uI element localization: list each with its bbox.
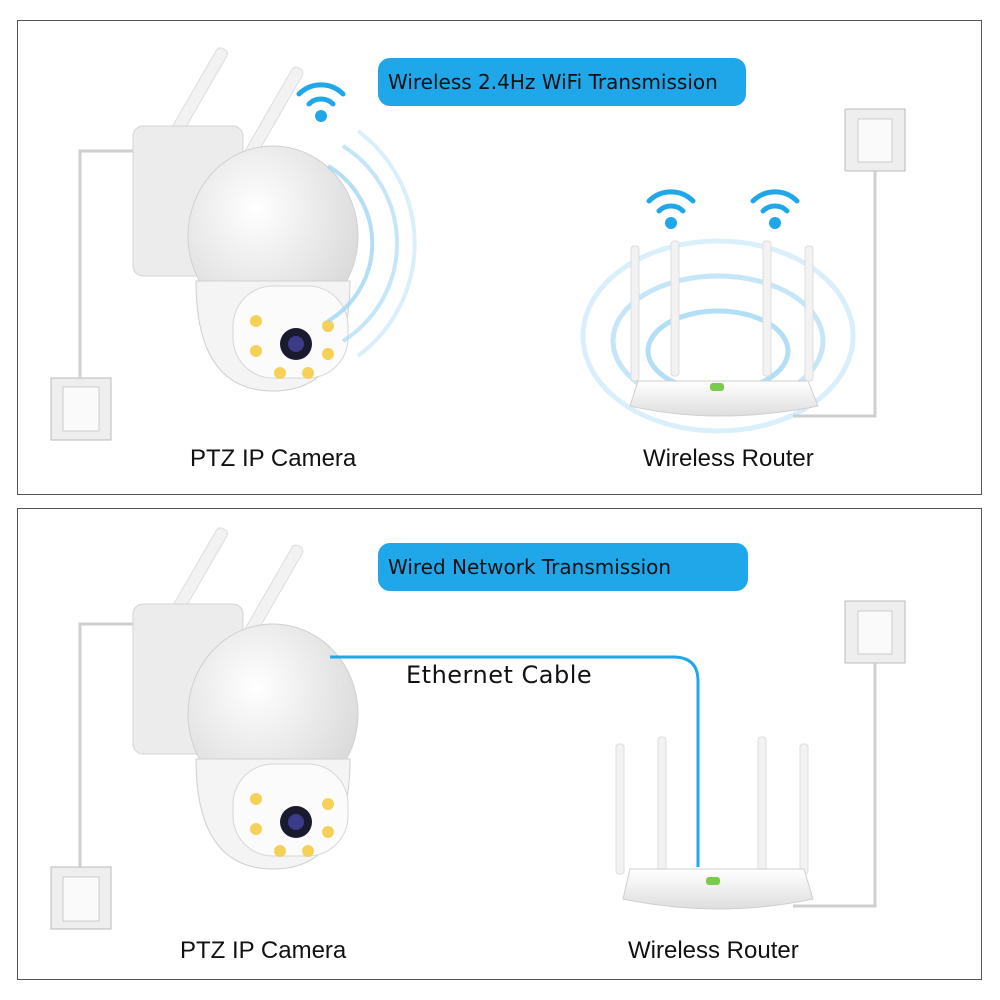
wireless-title-badge: Wireless 2.4Hz WiFi Transmission	[378, 58, 746, 106]
camera-label: PTZ IP Camera	[180, 937, 347, 964]
wireless-scene	[50, 47, 906, 441]
camera-icon	[132, 527, 359, 870]
power-outlet-icon	[50, 377, 112, 441]
router-icon	[615, 736, 814, 910]
power-outlet-icon	[50, 866, 112, 930]
camera-label: PTZ IP Camera	[190, 445, 357, 472]
ethernet-cable-label: Ethernet Cable	[406, 661, 593, 689]
wired-title: Wired Network Transmission	[388, 555, 672, 579]
router-label: Wireless Router	[628, 937, 799, 964]
router-label: Wireless Router	[643, 445, 814, 472]
power-outlet-icon	[844, 108, 906, 172]
camera-icon	[132, 47, 359, 392]
wireless-title: Wireless 2.4Hz WiFi Transmission	[388, 70, 718, 94]
wired-panel: Wired Network Transmission Ethernet Cabl…	[17, 508, 982, 980]
wifi-icon	[646, 189, 696, 229]
wifi-icon	[750, 189, 800, 229]
wifi-icon	[296, 82, 346, 122]
wired-scene	[50, 527, 906, 930]
wired-title-badge: Wired Network Transmission	[378, 543, 748, 591]
router-icon	[629, 240, 819, 417]
wireless-panel: Wireless 2.4Hz WiFi Transmission PTZ IP …	[17, 20, 982, 495]
ethernet-cable	[330, 655, 700, 867]
power-outlet-icon	[844, 600, 906, 664]
